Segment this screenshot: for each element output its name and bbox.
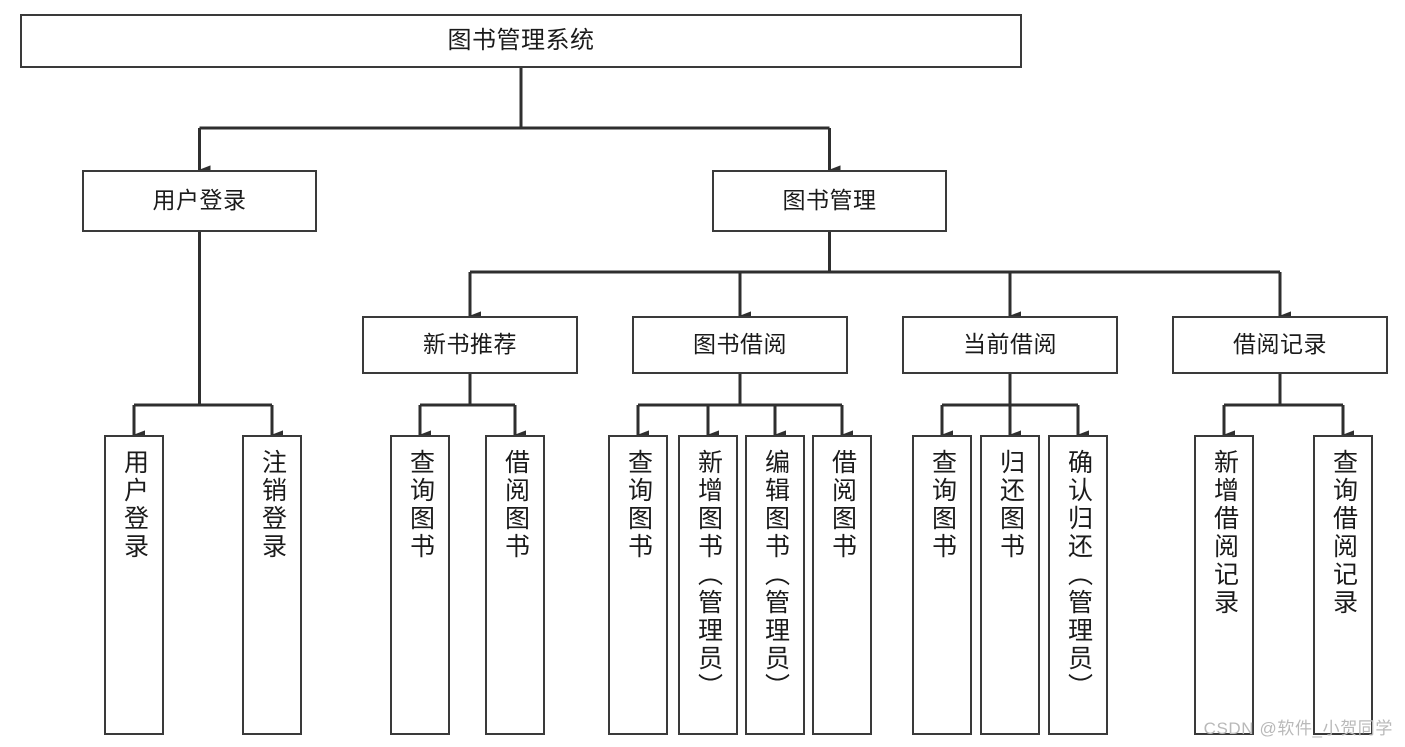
node-label-root: 图书管理系统 bbox=[447, 26, 595, 54]
node-leaf-borrow-book-1[interactable]: 借阅图书 bbox=[485, 435, 545, 735]
node-label-current-borrow: 当前借阅 bbox=[963, 331, 1057, 358]
node-new-book-rec[interactable]: 新书推荐 bbox=[362, 316, 578, 374]
node-label-book-borrow: 图书借阅 bbox=[693, 331, 787, 358]
node-label-leaf-return-book: 归还图书 bbox=[996, 449, 1025, 561]
node-label-leaf-borrow-book-2: 借阅图书 bbox=[828, 449, 857, 561]
node-label-borrow-record: 借阅记录 bbox=[1233, 331, 1327, 358]
connector-paths bbox=[132, 68, 1354, 440]
node-root[interactable]: 图书管理系统 bbox=[20, 14, 1022, 68]
node-label-leaf-edit-book: 编辑图书（管理员） bbox=[761, 449, 790, 701]
node-book-manage[interactable]: 图书管理 bbox=[712, 170, 947, 232]
node-leaf-query-record[interactable]: 查询借阅记录 bbox=[1313, 435, 1373, 735]
node-leaf-user-login[interactable]: 用户登录 bbox=[104, 435, 164, 735]
watermark: CSDN @软件_小贺同学 bbox=[1203, 719, 1393, 738]
node-leaf-edit-book[interactable]: 编辑图书（管理员） bbox=[745, 435, 805, 735]
node-leaf-add-record[interactable]: 新增借阅记录 bbox=[1194, 435, 1254, 735]
node-leaf-query-book-2[interactable]: 查询图书 bbox=[608, 435, 668, 735]
node-leaf-query-book-3[interactable]: 查询图书 bbox=[912, 435, 972, 735]
node-borrow-record[interactable]: 借阅记录 bbox=[1172, 316, 1388, 374]
node-book-borrow[interactable]: 图书借阅 bbox=[632, 316, 848, 374]
node-leaf-add-book[interactable]: 新增图书（管理员） bbox=[678, 435, 738, 735]
node-user-login[interactable]: 用户登录 bbox=[82, 170, 317, 232]
node-label-new-book-rec: 新书推荐 bbox=[423, 331, 517, 358]
node-label-leaf-query-book-2: 查询图书 bbox=[624, 449, 653, 561]
node-label-leaf-logout: 注销登录 bbox=[258, 449, 287, 561]
node-label-leaf-query-book-3: 查询图书 bbox=[928, 449, 957, 561]
node-current-borrow[interactable]: 当前借阅 bbox=[902, 316, 1118, 374]
node-leaf-query-book-1[interactable]: 查询图书 bbox=[390, 435, 450, 735]
node-label-book-manage: 图书管理 bbox=[782, 187, 877, 214]
node-label-leaf-query-record: 查询借阅记录 bbox=[1329, 449, 1358, 617]
node-leaf-return-book[interactable]: 归还图书 bbox=[980, 435, 1040, 735]
node-leaf-borrow-book-2[interactable]: 借阅图书 bbox=[812, 435, 872, 735]
node-label-leaf-add-record: 新增借阅记录 bbox=[1210, 449, 1239, 617]
node-label-user-login: 用户登录 bbox=[152, 187, 247, 214]
node-label-leaf-borrow-book-1: 借阅图书 bbox=[501, 449, 530, 561]
node-label-leaf-add-book: 新增图书（管理员） bbox=[694, 449, 723, 701]
node-label-leaf-confirm-return: 确认归还（管理员） bbox=[1064, 449, 1093, 701]
node-leaf-confirm-return[interactable]: 确认归还（管理员） bbox=[1048, 435, 1108, 735]
node-leaf-logout[interactable]: 注销登录 bbox=[242, 435, 302, 735]
node-label-leaf-user-login: 用户登录 bbox=[120, 449, 149, 561]
node-label-leaf-query-book-1: 查询图书 bbox=[406, 449, 435, 561]
